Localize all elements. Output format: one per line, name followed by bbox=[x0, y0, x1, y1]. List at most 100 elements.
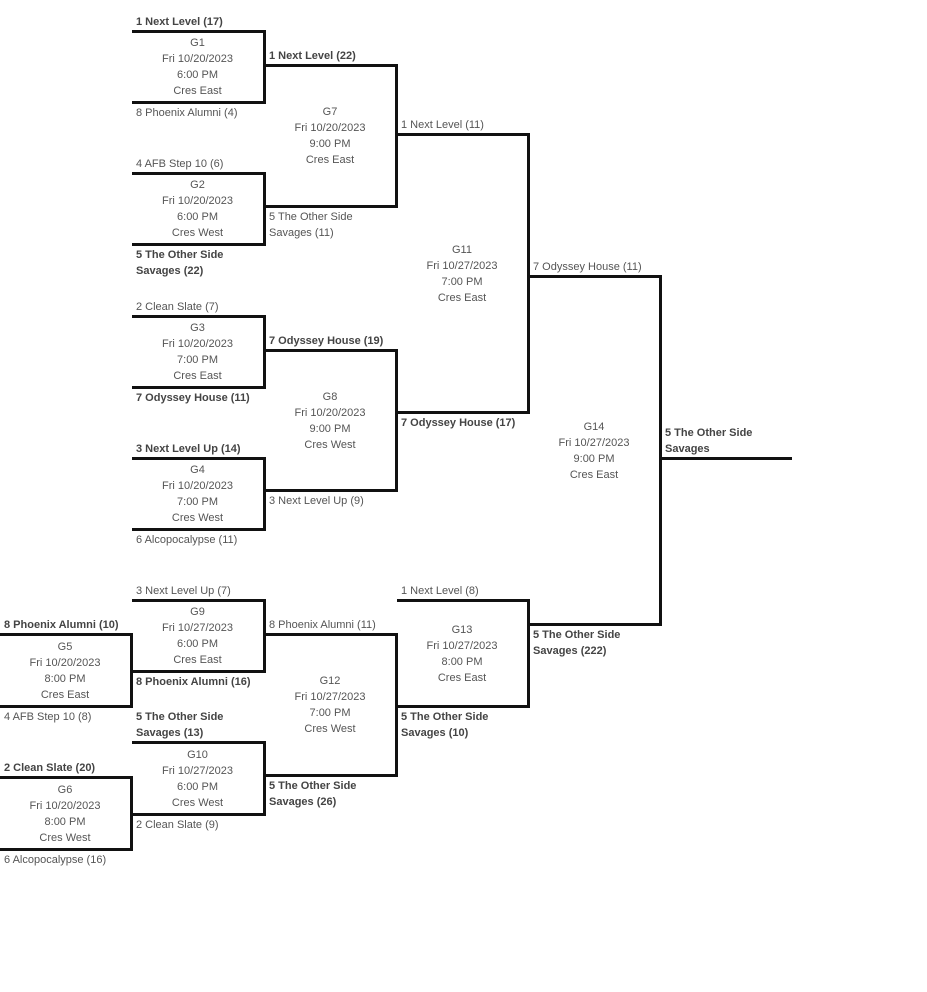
bottom-team-label: 5 The Other Side Savages (10) bbox=[401, 711, 489, 739]
top-team-label: 1 Next Level (8) bbox=[401, 585, 479, 597]
game-time: 6:00 PM bbox=[177, 69, 218, 81]
game-time: 9:00 PM bbox=[573, 452, 615, 465]
game-time: 7:00 PM bbox=[177, 354, 218, 366]
game-id: G10 bbox=[187, 748, 208, 761]
bottom-team-label: 7 Odyssey House (17) bbox=[401, 417, 516, 429]
game-date: Fri 10/20/2023 bbox=[162, 480, 233, 492]
game-venue: Cres West bbox=[171, 227, 224, 239]
game-time: 8:00 PM bbox=[44, 815, 86, 828]
top-team-label: 4 AFB Step 10 (6) bbox=[136, 158, 224, 170]
top-team-label: 5 The Other Side Savages (13) bbox=[136, 711, 224, 739]
bottom-team-label: 7 Odyssey House (11) bbox=[136, 392, 250, 404]
game-date: Fri 10/27/2023 bbox=[426, 639, 498, 652]
game-venue: Cres East bbox=[437, 671, 487, 684]
game-date: Fri 10/20/2023 bbox=[294, 406, 366, 419]
game-time: 7:00 PM bbox=[309, 707, 351, 719]
game-date: Fri 10/20/2023 bbox=[162, 338, 233, 350]
game-date: Fri 10/27/2023 bbox=[558, 436, 630, 449]
top-team-label: 3 Next Level Up (7) bbox=[136, 585, 231, 597]
bottom-team-label: 5 The Other Side Savages (11) bbox=[269, 211, 353, 239]
game-time: 6:00 PM bbox=[177, 638, 218, 650]
game-id: G7 bbox=[322, 106, 338, 118]
top-team-label: 3 Next Level Up (14) bbox=[136, 443, 241, 455]
game-id: G6 bbox=[57, 783, 73, 796]
game-id: G5 bbox=[57, 640, 73, 653]
game-time: 7:00 PM bbox=[441, 275, 483, 288]
game-time: 6:00 PM bbox=[177, 211, 218, 223]
top-team-label: 7 Odyssey House (11) bbox=[533, 261, 642, 273]
game-venue: Cres East bbox=[173, 654, 222, 666]
game-id: G2 bbox=[190, 179, 205, 191]
game-id: G9 bbox=[190, 606, 205, 618]
bottom-team-label: 2 Clean Slate (9) bbox=[136, 819, 219, 831]
game-id: G12 bbox=[319, 675, 341, 687]
game-time: 8:00 PM bbox=[44, 672, 86, 685]
game-id: G8 bbox=[322, 390, 338, 403]
game-date: Fri 10/27/2023 bbox=[294, 691, 366, 703]
game-date: Fri 10/20/2023 bbox=[294, 122, 366, 134]
bottom-team-label: 5 The Other Side Savages (22) bbox=[136, 249, 224, 277]
game-time: 9:00 PM bbox=[309, 138, 351, 150]
champion-label: 5 The Other Side Savages bbox=[665, 427, 753, 455]
game-date: Fri 10/20/2023 bbox=[162, 53, 233, 65]
game-venue: Cres East bbox=[173, 85, 222, 97]
bottom-team-label: 8 Phoenix Alumni (16) bbox=[136, 676, 251, 688]
bottom-team-label: 4 AFB Step 10 (8) bbox=[4, 711, 92, 723]
bottom-team-label: 6 Alcopocalypse (11) bbox=[136, 534, 238, 546]
game-id: G1 bbox=[190, 37, 205, 49]
game-venue: Cres West bbox=[171, 512, 224, 524]
game-id: G4 bbox=[190, 464, 205, 476]
game-time: 9:00 PM bbox=[309, 422, 351, 435]
bottom-team-label: 5 The Other Side Savages (222) bbox=[533, 629, 621, 657]
game-venue: Cres East bbox=[40, 688, 90, 701]
top-team-label: 8 Phoenix Alumni (11) bbox=[269, 619, 376, 631]
game-time: 8:00 PM bbox=[441, 655, 483, 668]
top-team-label: 7 Odyssey House (19) bbox=[269, 335, 384, 347]
bottom-team-label: 6 Alcopocalypse (16) bbox=[4, 854, 107, 866]
game-venue: Cres East bbox=[305, 154, 355, 166]
game-time: 7:00 PM bbox=[177, 496, 218, 508]
champion-line bbox=[661, 457, 792, 460]
bottom-team-label: 8 Phoenix Alumni (4) bbox=[136, 107, 238, 119]
top-team-label: 8 Phoenix Alumni (10) bbox=[4, 619, 119, 631]
game-time: 6:00 PM bbox=[177, 780, 218, 793]
game-venue: Cres East bbox=[437, 291, 487, 304]
game-date: Fri 10/20/2023 bbox=[162, 195, 233, 207]
game-venue: Cres West bbox=[171, 796, 224, 809]
game-date: Fri 10/20/2023 bbox=[29, 656, 101, 669]
game-id: G11 bbox=[452, 243, 472, 256]
game-id: G3 bbox=[190, 322, 205, 334]
top-team-label: 1 Next Level (11) bbox=[401, 119, 484, 131]
game-venue: Cres West bbox=[304, 723, 356, 735]
game-date: Fri 10/27/2023 bbox=[426, 259, 498, 272]
top-team-label: 1 Next Level (22) bbox=[269, 50, 356, 62]
game-date: Fri 10/27/2023 bbox=[162, 764, 233, 777]
game-venue: Cres West bbox=[304, 438, 356, 451]
bottom-team-label: 3 Next Level Up (9) bbox=[269, 495, 364, 507]
